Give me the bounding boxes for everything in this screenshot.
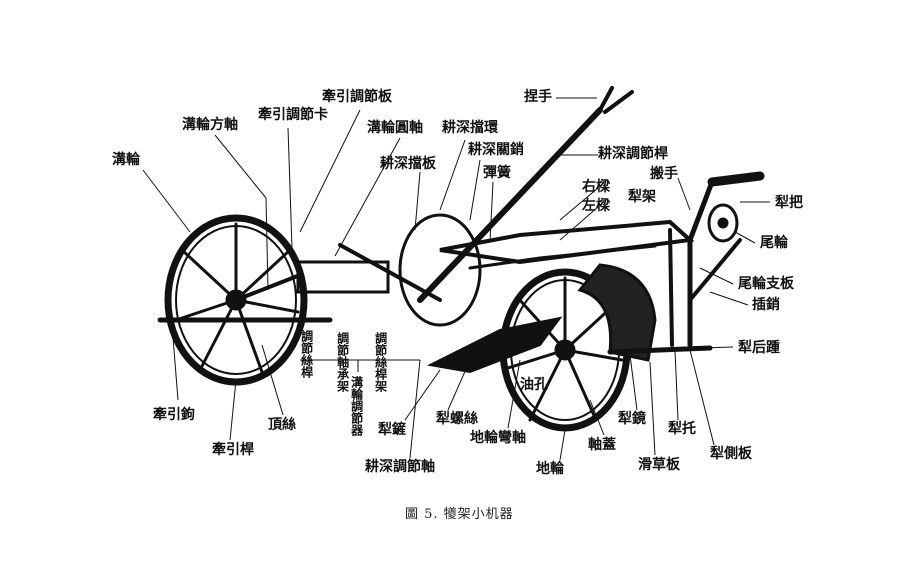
label-plow-handle: 犁把 <box>775 195 803 211</box>
label-draw-bar: 牽引桿 <box>212 442 254 458</box>
label-land-wheel-crank-axle: 地輪彎軸 <box>470 430 526 446</box>
plow-frame <box>439 219 695 348</box>
label-land-wheel: 地輪 <box>536 461 564 477</box>
label-right-beam: 右樑 <box>582 179 610 195</box>
label-furrow-wheel-square-axle: 溝輪方軸 <box>182 117 238 133</box>
label-mouldboard: 犁鏡 <box>618 411 646 427</box>
label-plowshare: 犁鏟 <box>378 422 406 438</box>
label-adjust-screw-bracket: 調節絲桿架 <box>373 332 388 392</box>
label-plow-frame: 犁架 <box>628 189 656 205</box>
label-oil-hole: 油孔 <box>520 377 548 393</box>
label-depth-stop-ring: 耕深擋環 <box>442 120 498 136</box>
label-depth-lock-pin: 耕深關銷 <box>468 142 524 158</box>
label-depth-stop-plate: 耕深擋板 <box>380 156 436 172</box>
label-adjust-screw-rod: 調節絲桿 <box>299 330 314 378</box>
label-wrench-lever: 搬手 <box>650 166 678 182</box>
label-tail-wheel: 尾輪 <box>760 235 788 251</box>
label-furrow-wheel: 溝輪 <box>112 152 140 168</box>
label-insert-pin: 插銷 <box>752 297 780 313</box>
plow-body <box>426 263 713 374</box>
label-set-screw: 頂絲 <box>268 417 296 433</box>
tail-wheel-bracket <box>688 238 742 302</box>
label-plow-heel: 犁后踵 <box>738 340 780 356</box>
label-left-beam: 左樑 <box>582 198 610 214</box>
label-tail-wheel-bracket: 尾輪支板 <box>738 276 794 292</box>
label-landside-plate: 犁側板 <box>710 446 752 462</box>
label-hitch-adjust-clamp: 牽引調節卡 <box>258 107 328 123</box>
figure-caption: 圖 5. 犪架小机器 <box>405 507 514 522</box>
label-hitch-adjust-plate: 牽引調節板 <box>322 89 392 105</box>
label-plow-support: 犁托 <box>668 421 696 437</box>
label-hitch-hook: 牽引鉤 <box>153 407 195 423</box>
label-plow-bolt: 犁螺絲 <box>436 411 478 427</box>
leader-lines <box>142 97 770 461</box>
label-furrow-wheel-round-axle: 溝輪圓軸 <box>367 120 423 136</box>
label-furrow-wheel-adjuster: 溝輪調節器 <box>349 376 364 436</box>
draw-bar <box>157 213 482 327</box>
label-axle-cap: 軸蓋 <box>588 437 616 453</box>
label-depth-adjust-shaft: 耕深調節軸 <box>365 459 435 475</box>
tail-wheel <box>707 203 739 243</box>
label-spring: 彈簧 <box>483 165 511 181</box>
label-landside-skid: 滑草板 <box>638 457 680 473</box>
label-grip: 捏手 <box>524 89 552 105</box>
handle-assembly <box>417 86 765 303</box>
label-adjust-bearing-bracket: 調節軸承架 <box>335 332 350 392</box>
label-depth-adjust-lever: 耕深調節桿 <box>598 146 668 162</box>
